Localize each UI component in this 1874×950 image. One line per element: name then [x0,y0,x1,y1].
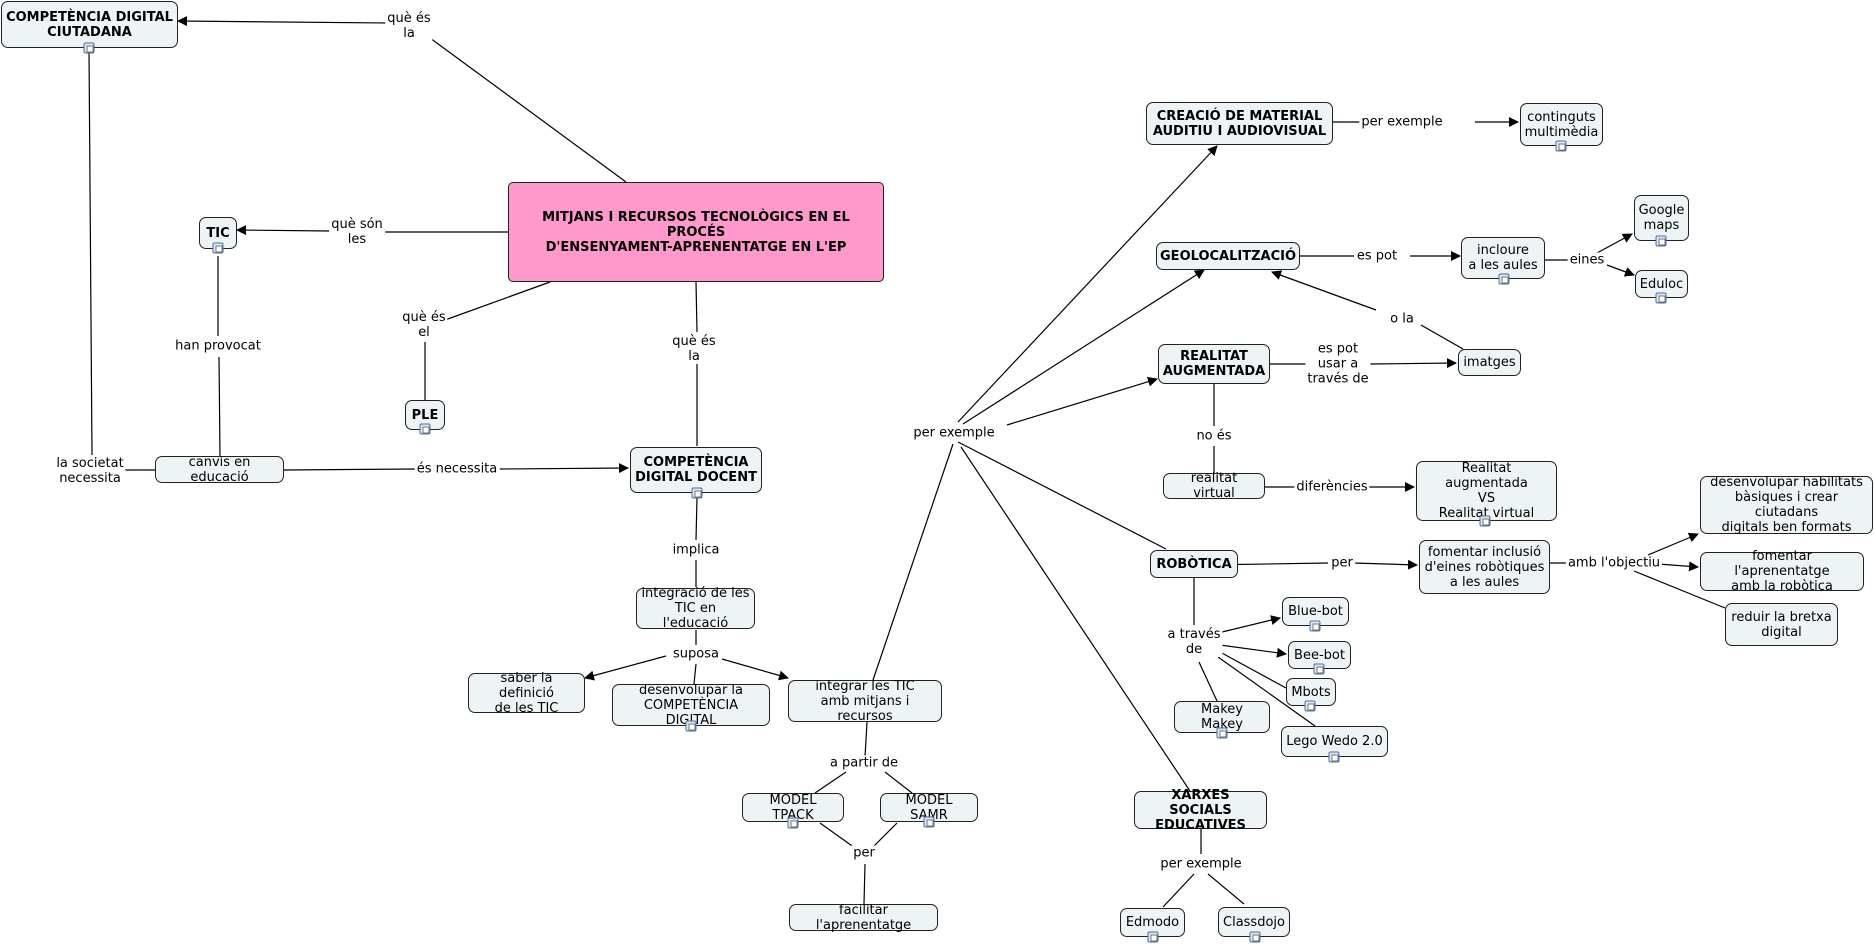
link-label: es pot usar a través de [1305,341,1371,387]
resource-icon[interactable] [1655,292,1667,304]
resource-icon[interactable] [1304,700,1316,712]
node-realitat-augmentada[interactable]: REALITAT AUGMENTADA [1158,344,1270,384]
node-root-mitjans-recursos[interactable]: MITJANS I RECURSOS TECNOLÒGICS EN EL PRO… [508,182,884,282]
resource-icon[interactable] [691,487,703,499]
resource-icon[interactable] [1147,931,1159,943]
resource-icon[interactable] [1216,727,1228,739]
link-label: què és la [670,334,718,364]
resource-icon[interactable] [787,817,799,829]
resource-icon[interactable] [212,242,224,254]
node-saber-definicio[interactable]: saber la definició de les TIC [468,671,585,716]
node-mbots[interactable]: Mbots [1286,678,1336,706]
link-label: a través de [1165,627,1223,657]
link-label: eines [1567,252,1607,268]
link-label: han provocat [173,338,263,354]
node-model-samr[interactable]: MODEL SAMR [880,793,978,823]
link-label: amb l'objectiu [1565,555,1663,571]
link-label: es pot [1354,248,1400,264]
link-label: a partir de [827,755,901,771]
link-label: per [1329,555,1355,571]
resource-icon[interactable] [1498,273,1510,285]
node-competencia-digital-ciutadana[interactable]: COMPETÈNCIA DIGITAL CIUTADANA [1,1,178,48]
resource-icon[interactable] [419,423,431,435]
node-xarxes-socials[interactable]: XARXES SOCIALS EDUCATIVES [1134,788,1267,833]
link-label: o la [1388,311,1416,327]
node-ra-vs-rv[interactable]: Realitat augmentada VS Realitat virtual [1416,461,1557,521]
node-desenvolupar-competencia[interactable]: desenvolupar la COMPETÈNCIA DIGITAL [612,683,770,728]
link-label: la societat necessita [54,456,126,486]
node-geolocalitzacio[interactable]: GEOLOCALITZACIÓ [1156,242,1300,270]
node-canvis-en-educacio[interactable]: canvis en educació [155,455,284,485]
resource-icon[interactable] [1309,620,1321,632]
link-label: és necessita [414,461,500,477]
node-facilitar-aprenentatge[interactable]: facilitar l'aprenentatge [789,903,938,933]
link-label: per exemple [1158,856,1244,872]
node-integrar-tic[interactable]: integrar les TIC amb mitjans i recursos [788,679,942,724]
link-label: implica [670,542,722,558]
node-integracio-tic[interactable]: integració de les TIC en l'educació [636,586,755,631]
link-label: diferències [1294,479,1370,495]
node-fomentar-aprenentatge[interactable]: fomentar l'aprenentatge amb la robòtica [1700,549,1864,594]
node-competencia-digital-docent[interactable]: COMPETÈNCIA DIGITAL DOCENT [630,447,762,493]
resource-icon[interactable] [1479,515,1491,527]
link-label: per [851,845,877,861]
node-desenvolupar-habilitats[interactable]: desenvolupar habilitats bàsiques i crear… [1700,475,1873,535]
node-lego-wedo[interactable]: Lego Wedo 2.0 [1281,726,1388,757]
resource-icon[interactable] [685,720,697,732]
node-edmodo[interactable]: Edmodo [1120,908,1185,937]
resource-icon[interactable] [1555,140,1567,152]
resource-icon[interactable] [83,42,95,54]
node-reduir-bretxa[interactable]: reduir la bretxa digital [1725,603,1838,646]
node-google-maps[interactable]: Google maps [1634,195,1689,241]
link-label: què és el [400,310,448,340]
resource-icon[interactable] [1655,235,1667,247]
link-label: què és la [385,11,433,41]
node-realitat-virtual[interactable]: realitat virtual [1163,471,1265,501]
node-imatges[interactable]: imatges [1458,349,1521,376]
node-creacio-material[interactable]: CREACIÓ DE MATERIAL AUDITIU I AUDIOVISUA… [1146,102,1333,145]
link-label: què són les [329,217,385,247]
resource-icon[interactable] [1313,663,1325,675]
node-incloure-aules[interactable]: incloure a les aules [1461,237,1545,279]
link-label: per exemple [911,425,997,441]
link-label: suposa [671,646,721,662]
resource-icon[interactable] [1328,751,1340,763]
resource-icon[interactable] [923,816,935,828]
node-robotica[interactable]: ROBÒTICA [1150,550,1238,578]
node-fomentar-inclusio[interactable]: fomentar inclusió d'eines robòtiques a l… [1419,540,1550,594]
link-label: no és [1194,428,1234,444]
node-bee-bot[interactable]: Bee-bot [1288,641,1351,669]
resource-icon[interactable] [1249,931,1261,943]
link-label: per exemple [1359,114,1445,130]
